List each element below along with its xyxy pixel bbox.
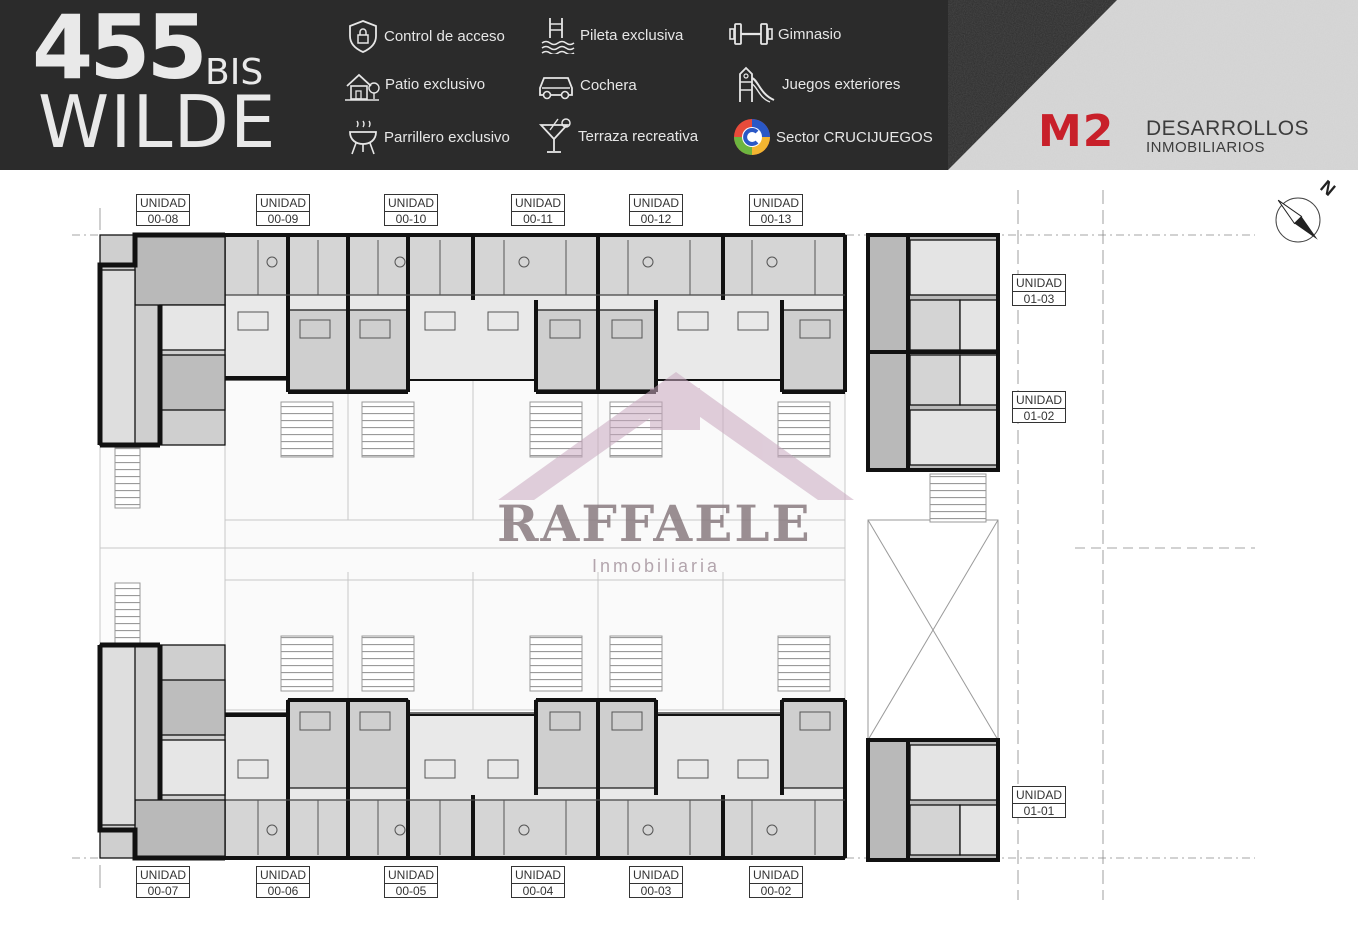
amenity-cochera: Cochera: [536, 70, 637, 100]
left-top-steps: [114, 447, 141, 509]
bottom-walls: [225, 698, 847, 860]
dumbbell-icon: [729, 23, 773, 45]
project-number: 455: [32, 0, 208, 99]
bottom-interior: [225, 711, 845, 855]
right-steps: [929, 473, 987, 523]
floor-plan-drawing: [72, 190, 1321, 900]
brand-logo-m2: M2: [1038, 106, 1115, 157]
concrete-texture-panel: [948, 0, 1358, 170]
watermark-roof: [498, 372, 854, 500]
cocktail-icon: [538, 118, 571, 153]
axis-lines: [72, 190, 1255, 900]
brand-line-2: INMOBILIARIOS: [1146, 139, 1266, 156]
grill-icon: [349, 120, 377, 155]
amenity-label: Control de acceso: [384, 27, 505, 45]
right-upper-walls: [866, 233, 1000, 472]
void-opening: [867, 519, 999, 741]
left-top-walls: [97, 232, 225, 448]
shield-lock-icon: [349, 20, 377, 53]
left-bottom-walls: [97, 642, 225, 861]
right-lower-walls: [866, 738, 1000, 862]
amenity-label: Patio exclusivo: [385, 75, 486, 93]
amenity-label: Sector CRUCIJUEGOS: [776, 128, 933, 146]
header-banner: 455 BIS WILDE Control de acceso Patio ex…: [0, 0, 1358, 170]
amenity-juegos: Juegos exteriores: [736, 64, 900, 104]
amenity-gimnasio: Gimnasio: [728, 18, 841, 50]
amenity-pileta: Pileta exclusiva: [540, 16, 683, 54]
watermark-subtitle: Inmobiliaria: [592, 556, 721, 576]
amenity-patio: Patio exclusivo: [343, 66, 485, 102]
left-bottom-steps: [114, 582, 141, 644]
amenity-terraza: Terraza recreativa: [538, 117, 698, 155]
right-block-lower: [867, 739, 999, 861]
crucijuegos-logo-icon: [734, 119, 770, 155]
top-interior: [225, 240, 845, 339]
amenity-label: Cochera: [580, 76, 637, 94]
amenity-label: Gimnasio: [778, 25, 842, 43]
amenity-label: Pileta exclusiva: [580, 26, 684, 44]
left-block-top: [99, 234, 226, 446]
brand-line-1: DESARROLLOS: [1146, 117, 1310, 140]
amenity-parrillero: Parrillero exclusivo: [346, 118, 510, 156]
left-block-bottom: [99, 644, 226, 859]
watermark-name: RAFFAELE: [497, 494, 812, 553]
house-tree-icon: [345, 73, 380, 101]
slide-icon: [739, 66, 775, 103]
amenity-label: Parrillero exclusivo: [384, 128, 510, 146]
amenity-crucijuegos: Sector CRUCIJUEGOS: [732, 117, 933, 157]
amenity-control-acceso: Control de acceso: [346, 18, 505, 54]
pool-ladder-icon: [541, 18, 575, 54]
amenity-label: Juegos exteriores: [782, 75, 901, 93]
project-name: WILDE: [38, 80, 277, 164]
bottom-patio-steps: [280, 635, 831, 692]
project-suffix: BIS: [205, 52, 264, 93]
amenity-label: Terraza recreativa: [578, 127, 699, 145]
compass-icon: [1275, 197, 1321, 243]
car-icon: [539, 77, 573, 100]
